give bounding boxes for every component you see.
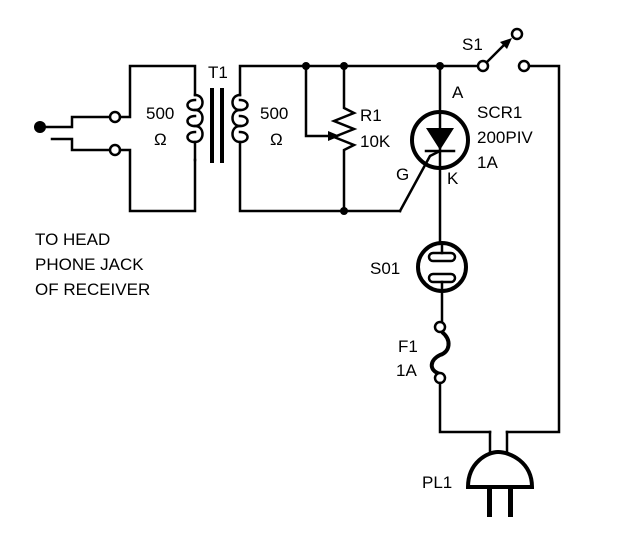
plug-ref-label: PL1	[422, 473, 452, 492]
socket-s01: S01	[370, 241, 468, 325]
resistor-ref-label: R1	[360, 106, 382, 125]
transformer-core	[220, 88, 224, 163]
scr-current-label: 1A	[477, 153, 498, 172]
fuse-value-label: 1A	[396, 361, 417, 380]
scr-ref-label: SCR1	[477, 103, 522, 122]
switch-ref-label: S1	[462, 35, 483, 54]
scr-rating-label: 200PIV	[477, 128, 533, 147]
gate-label: G	[396, 165, 409, 184]
scr-scr1: A G K SCR1 200PIV 1A	[396, 64, 533, 252]
secondary-coil	[231, 93, 249, 144]
headphone-jack-input	[34, 110, 122, 157]
input-label-line-3: OF RECEIVER	[35, 280, 150, 299]
secondary-ohm-label: Ω	[270, 130, 283, 149]
socket-ref-label: S01	[370, 259, 400, 278]
fuse-f1: F1 1A	[396, 320, 492, 434]
plug-prong	[508, 487, 513, 517]
transformer-t1: T1 500 Ω 500 Ω	[146, 63, 288, 163]
switch-arrow-icon	[500, 38, 512, 49]
plug-prong	[487, 487, 492, 517]
anode-label: A	[452, 83, 464, 102]
transformer-primary-wiring	[118, 64, 197, 213]
secondary-impedance-label: 500	[260, 104, 288, 123]
wiper-arrow-icon	[328, 131, 340, 141]
cathode-label: K	[447, 169, 459, 188]
plug-pl1: PL1	[422, 430, 535, 517]
input-label: TO HEAD PHONE JACK OF RECEIVER	[35, 230, 150, 299]
primary-coil	[186, 93, 204, 162]
potentiometer-r1: R1 10K	[304, 64, 391, 213]
transformer-core	[210, 88, 214, 163]
fuse-ref-label: F1	[398, 337, 418, 356]
switch-s1: S1	[462, 27, 561, 434]
primary-impedance-label: 500	[146, 104, 174, 123]
input-label-line-2: PHONE JACK	[35, 255, 144, 274]
input-label-line-1: TO HEAD	[35, 230, 110, 249]
primary-ohm-label: Ω	[154, 130, 167, 149]
secondary-wiring	[238, 62, 480, 215]
resistor-value-label: 10K	[360, 132, 391, 151]
transformer-ref-label: T1	[208, 63, 228, 82]
